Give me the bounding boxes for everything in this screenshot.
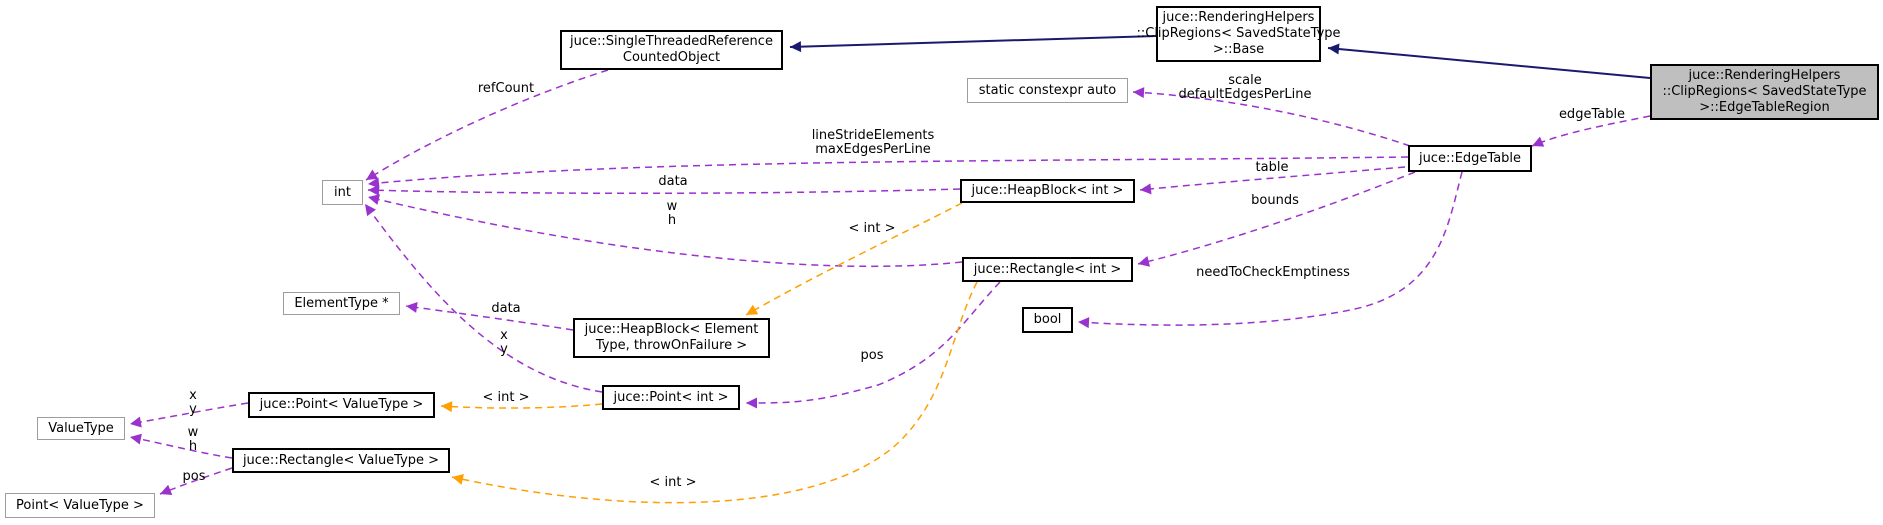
- node-label: >::Base: [1212, 42, 1265, 57]
- node-label: juce::HeapBlock< Element: [584, 322, 759, 337]
- node-clipregions-base[interactable]: juce::RenderingHelpers ::ClipRegions< Sa…: [1136, 6, 1341, 62]
- edge-wh-rectvt-to-valuetype: [129, 433, 233, 459]
- edge-needtocheckemptiness: [1077, 171, 1463, 329]
- node-label: juce::EdgeTable: [1418, 150, 1522, 166]
- node-label: ::ClipRegions< SavedStateType: [1136, 26, 1341, 41]
- edge-linestride-maxedges: [367, 156, 1409, 189]
- edge-label-refcount: refCount: [477, 81, 535, 96]
- edge-label-table: table: [1255, 160, 1289, 175]
- edge-label-linestride-maxedges: lineStrideElements maxEdgesPerLine: [811, 128, 935, 157]
- node-valuetype: ValueType: [37, 417, 125, 440]
- edge-xy-pointint-to-int: [364, 203, 603, 393]
- edge-template-point: [440, 401, 603, 413]
- edge-label-bounds: bounds: [1251, 193, 1299, 208]
- edge-pos-rectvt-to-pointvt: [159, 467, 233, 496]
- node-point-int[interactable]: juce::Point< int >: [602, 385, 740, 410]
- edge-label-pos-rectint: pos: [860, 348, 884, 363]
- node-bool[interactable]: bool: [1022, 307, 1073, 333]
- node-label: juce::RenderingHelpers: [1162, 10, 1315, 25]
- node-int: int: [322, 180, 363, 205]
- edge-label-edgetable: edgeTable: [1558, 107, 1626, 122]
- node-label: ::ClipRegions< SavedStateType: [1662, 84, 1867, 99]
- edge-label-scale-defaultedgesperline: scale defaultEdgesPerLine: [1178, 73, 1312, 102]
- edge-edgetable-member: [1531, 115, 1651, 147]
- node-heapblock-int[interactable]: juce::HeapBlock< int >: [960, 179, 1135, 203]
- node-label: >::EdgeTableRegion: [1699, 100, 1830, 115]
- node-heapblock-elementtype[interactable]: juce::HeapBlock< Element Type, throwOnFa…: [573, 318, 770, 358]
- edge-data-heapblockint-to-int: [367, 184, 961, 196]
- node-rectangle-valuetype[interactable]: juce::Rectangle< ValueType >: [232, 448, 450, 473]
- node-singlethreadedreferencecountedobject[interactable]: juce::SingleThreadedReference CountedObj…: [560, 30, 783, 70]
- node-label: juce::SingleThreadedReference: [570, 34, 773, 49]
- node-label: juce::Point< int >: [613, 389, 729, 405]
- edge-inherit-base-to-countedobject: [789, 35, 1157, 53]
- node-label: bool: [1033, 312, 1062, 327]
- node-elementtype-pointer: ElementType *: [283, 292, 400, 315]
- edge-xy-pointvt-to-valuetype: [129, 402, 249, 428]
- edge-pos-rectint-to-pointint: [745, 281, 1001, 409]
- edge-label-template-heapblock: < int >: [848, 221, 896, 236]
- edge-label-template-point: < int >: [482, 390, 530, 405]
- edge-wh-rectint-to-int: [367, 194, 963, 268]
- edge-label-pos-rectvt: pos: [182, 469, 206, 484]
- node-label: juce::Rectangle< ValueType >: [242, 452, 440, 468]
- node-clipregions-edgetableregion: juce::RenderingHelpers ::ClipRegions< Sa…: [1650, 64, 1879, 120]
- node-rectangle-int[interactable]: juce::Rectangle< int >: [962, 257, 1133, 282]
- edge-inherit-edgetableregion-to-base: [1327, 43, 1651, 79]
- node-label: static constexpr auto: [978, 82, 1117, 98]
- edge-table: [1139, 166, 1406, 195]
- edge-label-xy-pointint: x y: [500, 328, 508, 357]
- node-label: juce::Rectangle< int >: [973, 261, 1122, 277]
- node-label: ElementType *: [294, 295, 389, 311]
- node-label: Point< ValueType >: [16, 497, 144, 513]
- node-label: Type, throwOnFailure >: [595, 338, 748, 353]
- edge-label-data-heapblocket: data: [491, 301, 521, 316]
- node-label: int: [334, 184, 351, 200]
- edge-label-needtocheckemptiness: needToCheckEmptiness: [1196, 265, 1350, 280]
- edge-template-heapblock: [745, 202, 963, 316]
- node-edgetable[interactable]: juce::EdgeTable: [1408, 145, 1532, 172]
- edge-scale-defaultedgesperline: [1132, 87, 1411, 147]
- node-label: ValueType: [48, 420, 114, 436]
- edge-data-heapblocket-to-elementtype: [405, 302, 574, 331]
- edge-label-data-heapblockint: data: [658, 174, 688, 189]
- node-label: juce::HeapBlock< int >: [971, 183, 1124, 198]
- node-point-valuetype[interactable]: juce::Point< ValueType >: [248, 392, 435, 418]
- node-static-constexpr-auto: static constexpr auto: [967, 78, 1128, 103]
- edge-label-template-rectangle: < int >: [649, 475, 697, 490]
- edge-bounds: [1137, 171, 1416, 267]
- edge-label-xy-pointvt: x y: [189, 388, 197, 417]
- node-label: juce::Point< ValueType >: [259, 397, 424, 412]
- node-point-valuetype-plain: Point< ValueType >: [5, 493, 155, 518]
- edge-label-wh-rectvt: w h: [187, 425, 199, 454]
- node-label: juce::RenderingHelpers: [1688, 68, 1841, 83]
- node-label: CountedObject: [622, 50, 721, 65]
- edge-label-wh-rectint: w h: [666, 199, 678, 228]
